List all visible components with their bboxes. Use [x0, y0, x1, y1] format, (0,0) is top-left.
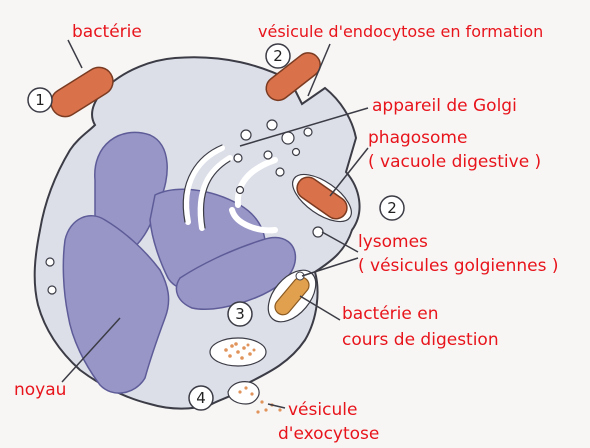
label-cours-de-digestion: cours de digestion: [342, 330, 499, 350]
label-vesicules-golgiennes: ( vésicules golgiennes ): [358, 256, 559, 276]
leader-bacterie: [68, 40, 82, 68]
step-number-2a: 2: [273, 47, 283, 65]
leader-exocytose: [268, 404, 285, 408]
lysosome: [304, 128, 312, 136]
label-phagosome: phagosome: [368, 128, 467, 148]
label-bacterie-en: bactérie en: [342, 304, 439, 324]
label-vesicule-endocytose: vésicule d'endocytose en formation: [258, 22, 543, 42]
label-appareil-golgi: appareil de Golgi: [372, 96, 517, 116]
step-number-3: 3: [235, 305, 245, 323]
label-bacterie: bactérie: [72, 22, 142, 42]
label-lysomes: lysomes: [358, 232, 428, 252]
exocytosis-vesicle: [228, 382, 259, 404]
lysosome: [46, 258, 54, 266]
lysosome: [48, 286, 56, 294]
step-number-4: 4: [196, 389, 206, 407]
label-noyau: noyau: [14, 380, 66, 400]
lysosome: [267, 120, 277, 130]
lysosome: [293, 149, 300, 156]
lysosome: [264, 151, 272, 159]
label-exocytose: d'exocytose: [278, 424, 379, 444]
lysosome: [282, 132, 294, 144]
lysosome: [241, 130, 251, 140]
lysosome: [237, 187, 244, 194]
step-number-1: 1: [35, 91, 45, 109]
step-number-2b: 2: [387, 199, 397, 217]
lysosome: [276, 168, 284, 176]
lysosome: [234, 154, 242, 162]
label-vacuole-digestive: ( vacuole digestive ): [368, 152, 541, 172]
label-vesicule: vésicule: [288, 400, 357, 420]
lysosome: [313, 227, 323, 237]
